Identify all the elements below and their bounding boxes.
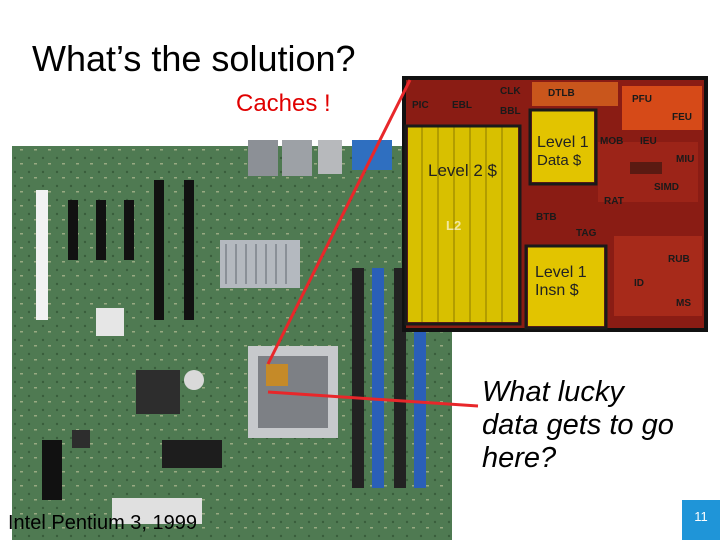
die-unit-label: RAT (604, 196, 624, 207)
die-unit-label: BTB (536, 212, 557, 223)
die-unit-label: RUB (668, 254, 690, 265)
slide-subtitle: Caches ! (236, 90, 331, 117)
level1-data-line2: Data $ (537, 152, 582, 169)
die-unit-label: MIU (676, 154, 695, 165)
die-unit-label: BBL (500, 106, 521, 117)
die-unit-label: MS (676, 298, 691, 309)
level1-data-cache-label: Level 1 Data $ (537, 134, 589, 170)
die-unit-label: CLK (500, 86, 521, 97)
level1-insn-cache-label: Level 1 Insn $ (535, 264, 587, 300)
processor-die-image (402, 76, 708, 332)
die-unit-label: PIC (412, 100, 429, 111)
image-caption: Intel Pentium 3, 1999 (8, 512, 198, 534)
level1-insn-line1: Level 1 (535, 264, 587, 281)
die-unit-label: MOB (600, 136, 624, 147)
die-unit-label: IEU (640, 136, 657, 147)
level1-insn-line2: Insn $ (535, 282, 579, 299)
question-text: What lucky data gets to go here? (482, 376, 712, 475)
die-unit-label: FEU (672, 112, 692, 123)
motherboard-image (12, 140, 452, 540)
die-unit-label: ID (634, 278, 644, 289)
die-unit-label: EBL (452, 100, 472, 111)
die-unit-label: PFU (632, 94, 652, 105)
level2-cache-label: Level 2 $ (428, 161, 497, 180)
die-unit-label: DTLB (548, 88, 575, 99)
question-line: data gets to go (482, 409, 674, 441)
level1-data-line1: Level 1 (537, 134, 589, 151)
die-unit-label: SIMD (654, 182, 679, 193)
page-number-badge: 11 (682, 500, 720, 540)
die-unit-label: TAG (576, 228, 597, 239)
l2-region-label: L2 (446, 218, 462, 233)
question-line: What lucky (482, 376, 624, 408)
question-line: here? (482, 442, 557, 474)
slide-title: What’s the solution? (32, 38, 356, 79)
